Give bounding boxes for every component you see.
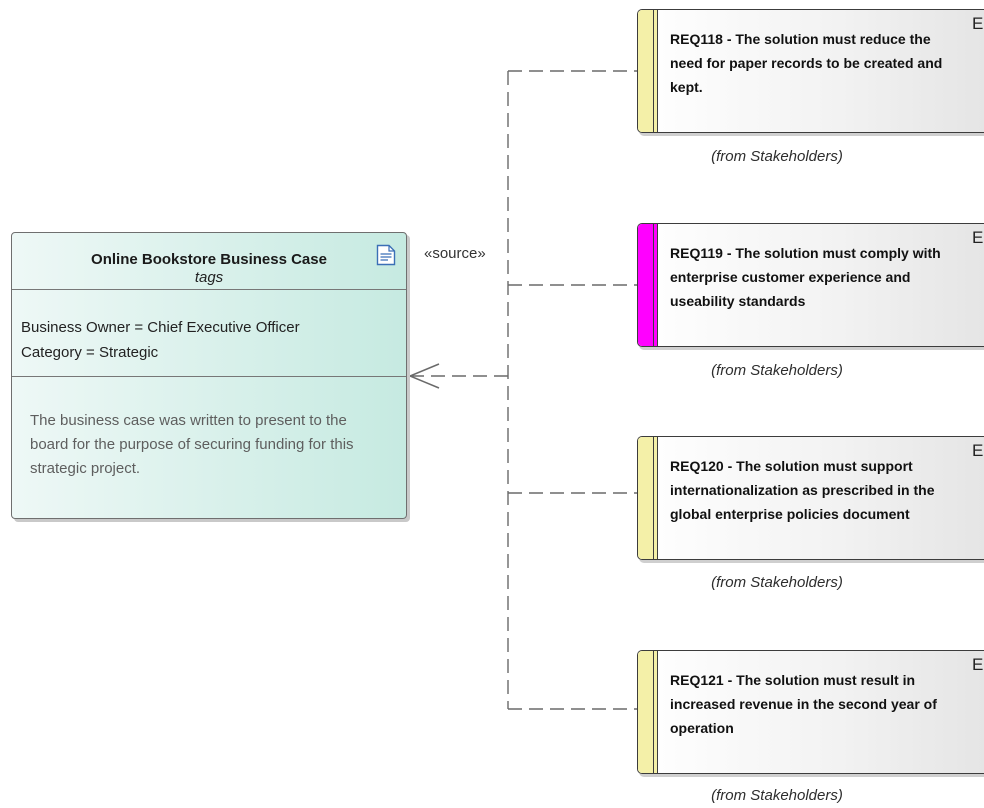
requirement-req118[interactable]: REQ118 - The solution must reduce the ne…	[637, 9, 984, 133]
requirement-package-label: (from Stakeholders)	[711, 148, 843, 165]
requirement-text: REQ120 - The solution must support inter…	[670, 458, 935, 522]
requirement-status-stripe	[638, 437, 658, 559]
requirement-type-icon: E	[972, 14, 984, 33]
business-case-element[interactable]: Online Bookstore Business Case tags Busi…	[11, 232, 407, 519]
requirement-package-label: (from Stakeholders)	[711, 362, 843, 379]
requirement-type-icon: E	[972, 655, 984, 674]
requirement-req120[interactable]: REQ120 - The solution must support inter…	[637, 436, 984, 560]
tag-business-owner: Business Owner = Chief Executive Officer	[21, 319, 300, 336]
connector-arrowhead	[408, 363, 440, 389]
requirement-package-label: (from Stakeholders)	[711, 787, 843, 804]
business-case-title: Online Bookstore Business Case	[91, 251, 327, 268]
requirement-text: REQ119 - The solution must comply with e…	[670, 245, 941, 309]
requirement-req119[interactable]: REQ119 - The solution must comply with e…	[637, 223, 984, 347]
requirement-package-label: (from Stakeholders)	[711, 574, 843, 591]
requirement-status-stripe	[638, 10, 658, 132]
tag-category: Category = Strategic	[21, 344, 159, 361]
requirement-status-stripe	[638, 224, 658, 346]
requirement-type-icon: E	[972, 228, 984, 247]
requirement-status-stripe	[638, 651, 658, 773]
requirement-req121[interactable]: REQ121 - The solution must result in inc…	[637, 650, 984, 774]
business-case-notes: The business case was written to present…	[30, 412, 354, 477]
tags-heading: tags	[194, 269, 224, 286]
document-icon	[376, 244, 396, 266]
requirement-text: REQ118 - The solution must reduce the ne…	[670, 31, 943, 95]
compartment-divider	[12, 376, 406, 377]
source-stereotype-label: «source»	[424, 245, 486, 262]
compartment-divider	[12, 289, 406, 290]
requirement-text: REQ121 - The solution must result in inc…	[670, 672, 937, 736]
requirement-type-icon: E	[972, 441, 984, 460]
